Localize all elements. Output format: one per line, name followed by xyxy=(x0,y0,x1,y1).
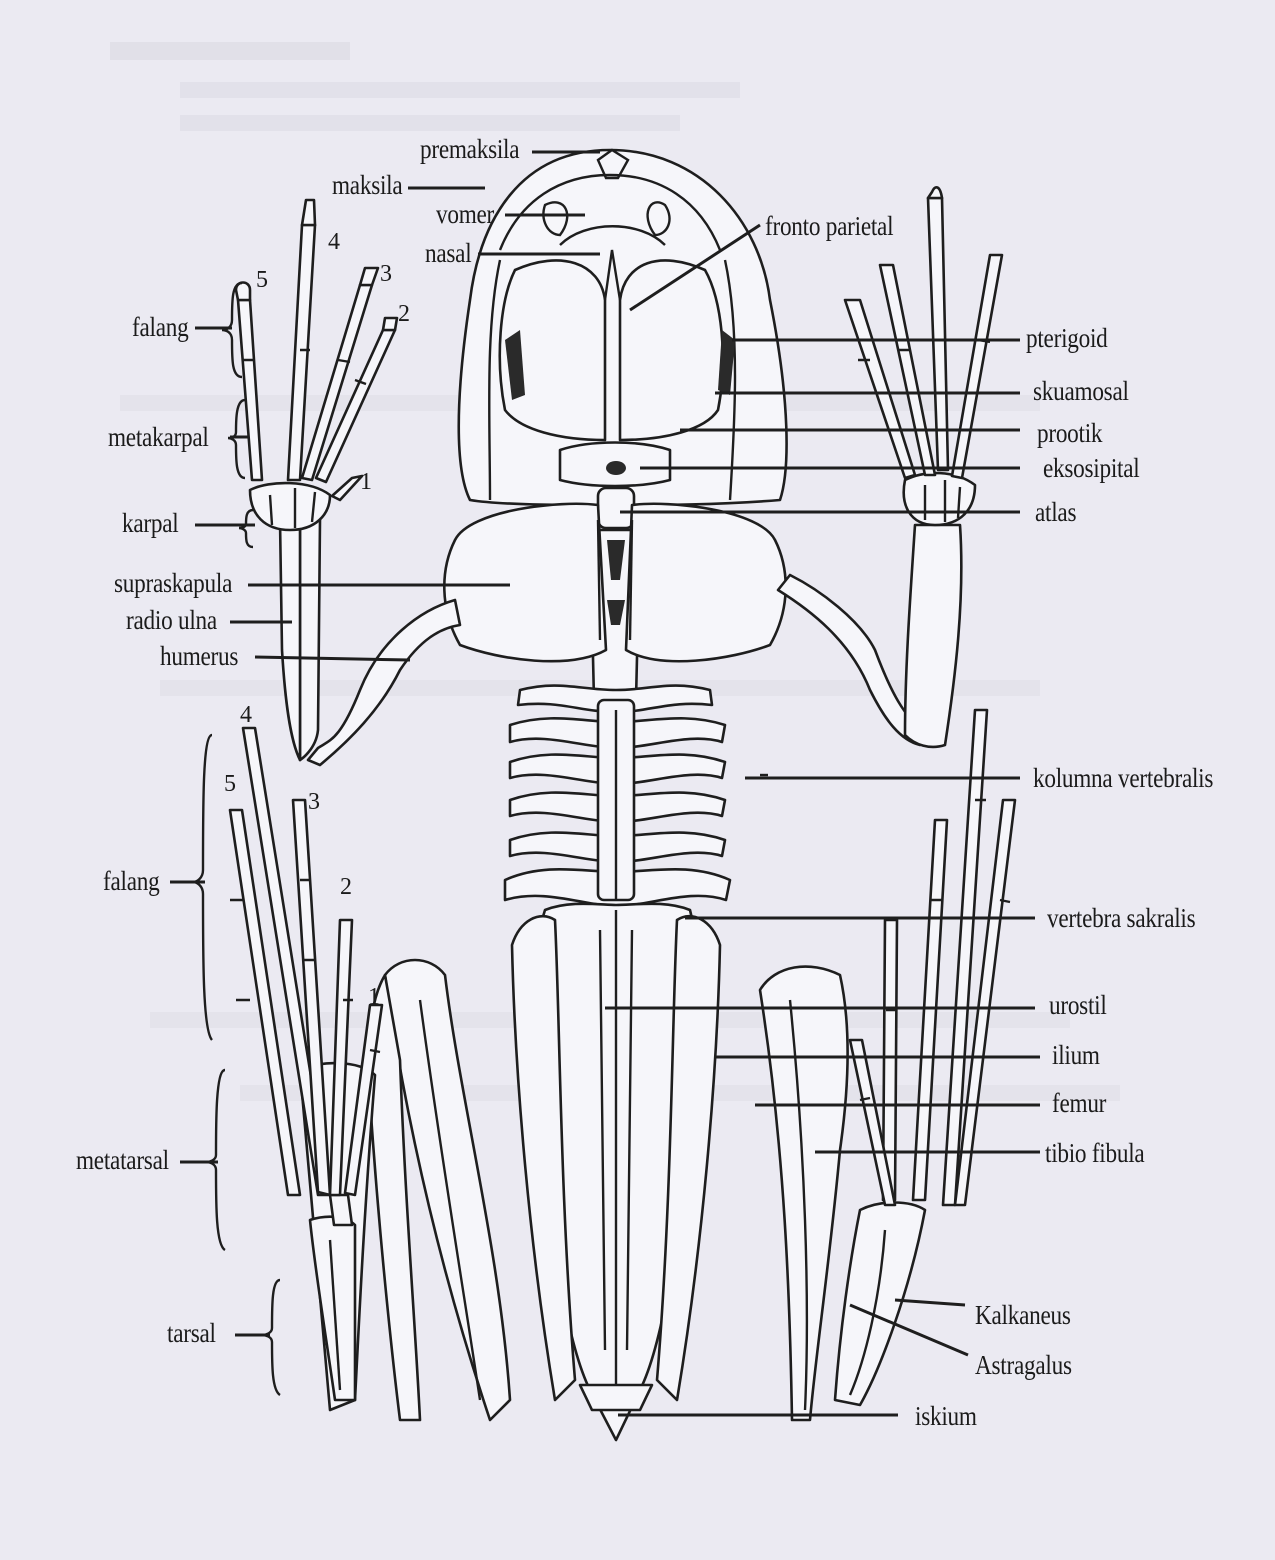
label-falang-hind: falang xyxy=(103,868,159,895)
fore-digit-number-5: 5 xyxy=(256,268,268,292)
label-atlas: atlas xyxy=(1035,499,1076,526)
label-kolumna-vertebralis: kolumna vertebralis xyxy=(1033,765,1213,792)
label-eksosipital: eksosipital xyxy=(1043,455,1139,482)
fore-digit-number-4: 4 xyxy=(328,230,340,254)
hind-digit-number-3: 3 xyxy=(308,790,320,814)
label-radio-ulna: radio ulna xyxy=(126,607,217,634)
left-forelimb xyxy=(236,200,460,765)
label-astragalus: Astragalus xyxy=(975,1352,1072,1379)
label-fronto-parietal: fronto parietal xyxy=(765,213,893,240)
fore-digit-number-1: 1 xyxy=(360,470,372,494)
hind-digit-number-1: 1 xyxy=(368,985,380,1009)
label-tibio-fibula: tibio fibula xyxy=(1045,1140,1144,1167)
fore-digit-number-2: 2 xyxy=(398,302,410,326)
label-prootik: prootik xyxy=(1037,420,1102,447)
label-iskium: iskium xyxy=(915,1403,977,1430)
hind-digit-number-5: 5 xyxy=(224,772,236,796)
label-metatarsal: metatarsal xyxy=(76,1147,169,1174)
label-tarsal: tarsal xyxy=(167,1320,216,1347)
fore-digit-number-3: 3 xyxy=(380,262,392,286)
label-falang-fore: falang xyxy=(132,314,188,341)
label-supraskapula: supraskapula xyxy=(114,570,232,597)
label-nasal: nasal xyxy=(425,240,471,267)
label-kalkaneus: Kalkaneus xyxy=(975,1302,1071,1329)
label-vertebra-sakralis: vertebra sakralis xyxy=(1047,905,1195,932)
label-metakarpal: metakarpal xyxy=(108,424,209,451)
label-urostil: urostil xyxy=(1049,992,1107,1019)
label-vomer: vomer xyxy=(436,201,494,228)
label-pterigoid: pterigoid xyxy=(1026,325,1108,352)
hind-digit-number-2: 2 xyxy=(340,875,352,899)
hind-digit-number-4: 4 xyxy=(240,703,252,727)
pelvic-girdle xyxy=(512,904,720,1440)
label-karpal: karpal xyxy=(122,510,178,537)
label-humerus: humerus xyxy=(160,643,238,670)
label-femur: femur xyxy=(1052,1090,1106,1117)
label-skuamosal: skuamosal xyxy=(1033,378,1129,405)
skull xyxy=(459,150,787,505)
label-premaksila: premaksila xyxy=(420,136,519,163)
label-maksila: maksila xyxy=(332,172,402,199)
label-ilium: ilium xyxy=(1052,1042,1100,1069)
